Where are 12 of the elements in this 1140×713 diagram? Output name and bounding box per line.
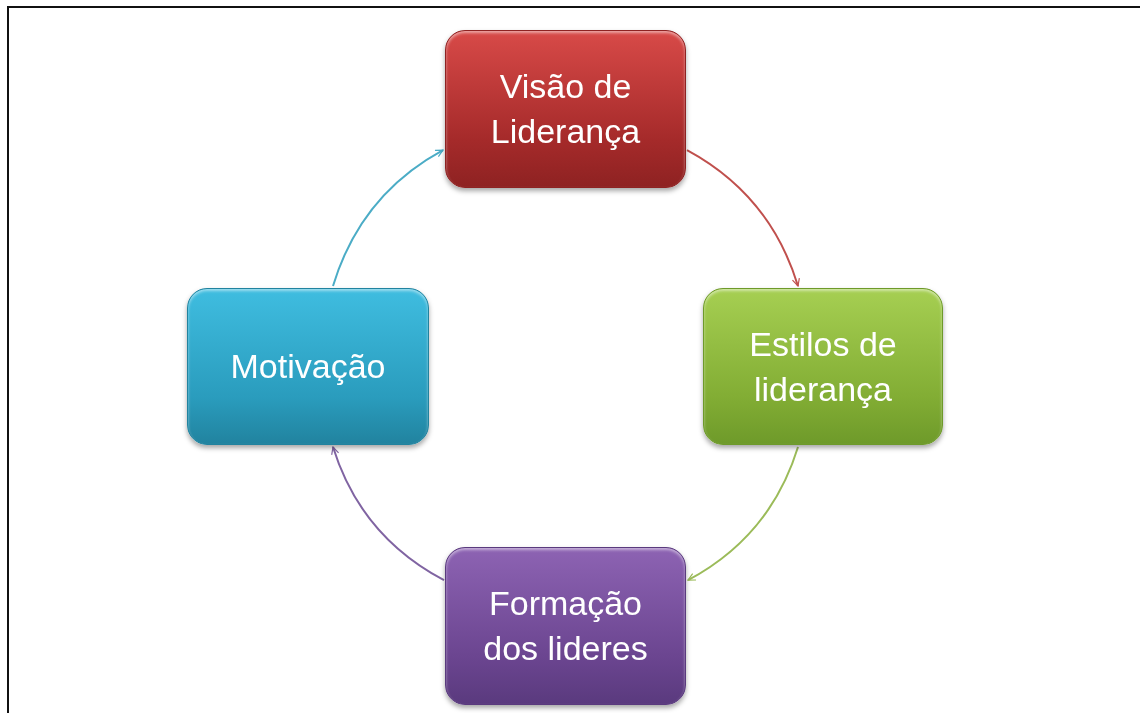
curved-arrow [687, 446, 799, 582]
box-label: Motivação [230, 346, 386, 388]
process-box [187, 288, 429, 445]
curved-arrow [332, 149, 444, 287]
curved-arrow [331, 446, 445, 582]
process-box [703, 288, 943, 445]
box-label: Estilos de liderança [748, 323, 898, 410]
process-box [445, 30, 686, 188]
curved-arrow [686, 149, 800, 287]
box-label: Visão de Liderança [489, 66, 642, 152]
box-label: Formação dos lideres [482, 583, 649, 669]
process-box [445, 547, 686, 705]
